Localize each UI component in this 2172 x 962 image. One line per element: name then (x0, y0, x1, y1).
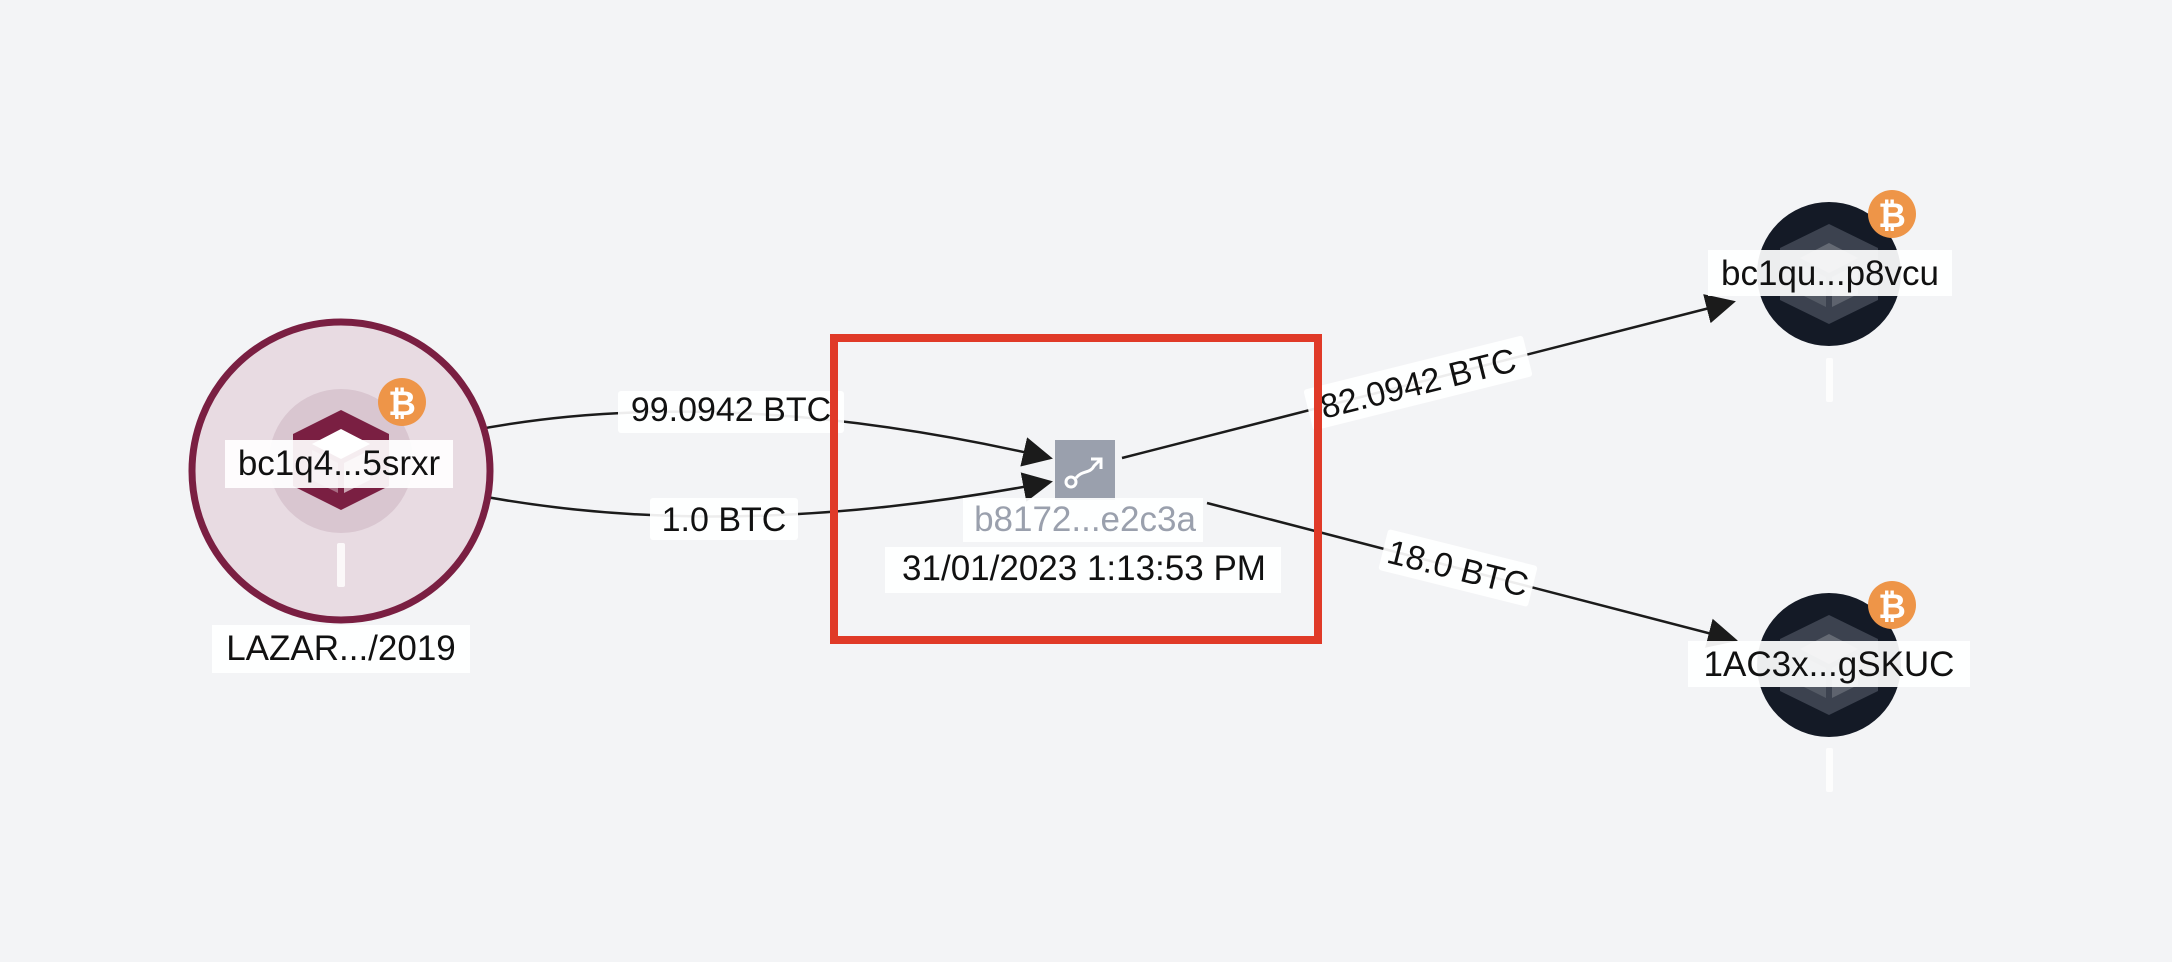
source-address-node[interactable]: ₿ bc1q4...5srxr (188, 318, 494, 624)
bitcoin-icon: ₿ (1868, 190, 1916, 238)
svg-text:₿: ₿ (1878, 196, 1906, 236)
dest-address-text-bottom: 1AC3x...gSKUC (1704, 645, 1955, 684)
route-icon (1064, 457, 1103, 489)
edge-label-in-upper: 99.0942 BTC (618, 391, 844, 433)
node-handle[interactable] (337, 543, 345, 587)
transaction-hash-text: b8172...e2c3a (974, 500, 1196, 539)
svg-text:₿: ₿ (388, 384, 416, 424)
svg-text:₿: ₿ (1878, 587, 1906, 627)
edge-amount-in-upper: 99.0942 BTC (631, 391, 831, 429)
dest-address-node-bottom[interactable]: ₿ 1AC3x...gSKUC (1688, 581, 1970, 792)
bitcoin-icon: ₿ (1868, 581, 1916, 629)
dest-address-node-top[interactable]: ₿ bc1qu...p8vcu (1708, 190, 1952, 402)
dest-address-text-top: bc1qu...p8vcu (1721, 254, 1939, 293)
edge-amount-out-upper: 82.0942 BTC (1316, 341, 1520, 426)
edge-label-out-lower: 18.0 BTC (1378, 529, 1538, 607)
transaction-timestamp-text: 31/01/2023 1:13:53 PM (902, 549, 1266, 588)
edge-amount-in-lower: 1.0 BTC (662, 501, 787, 539)
node-handle[interactable] (1826, 358, 1833, 402)
bitcoin-icon: ₿ (378, 378, 426, 426)
node-handle[interactable] (1826, 748, 1833, 792)
source-entity-label: LAZAR.../2019 (212, 625, 470, 673)
selection-box (830, 334, 1322, 644)
source-entity-text: LAZAR.../2019 (226, 629, 456, 668)
edge-label-out-upper: 82.0942 BTC (1303, 335, 1533, 431)
transaction-node[interactable]: b8172...e2c3a 31/01/2023 1:13:53 PM (885, 440, 1281, 593)
edge-label-in-lower: 1.0 BTC (650, 498, 798, 540)
source-address-text: bc1q4...5srxr (238, 444, 441, 483)
edge-amount-out-lower: 18.0 BTC (1383, 533, 1532, 605)
